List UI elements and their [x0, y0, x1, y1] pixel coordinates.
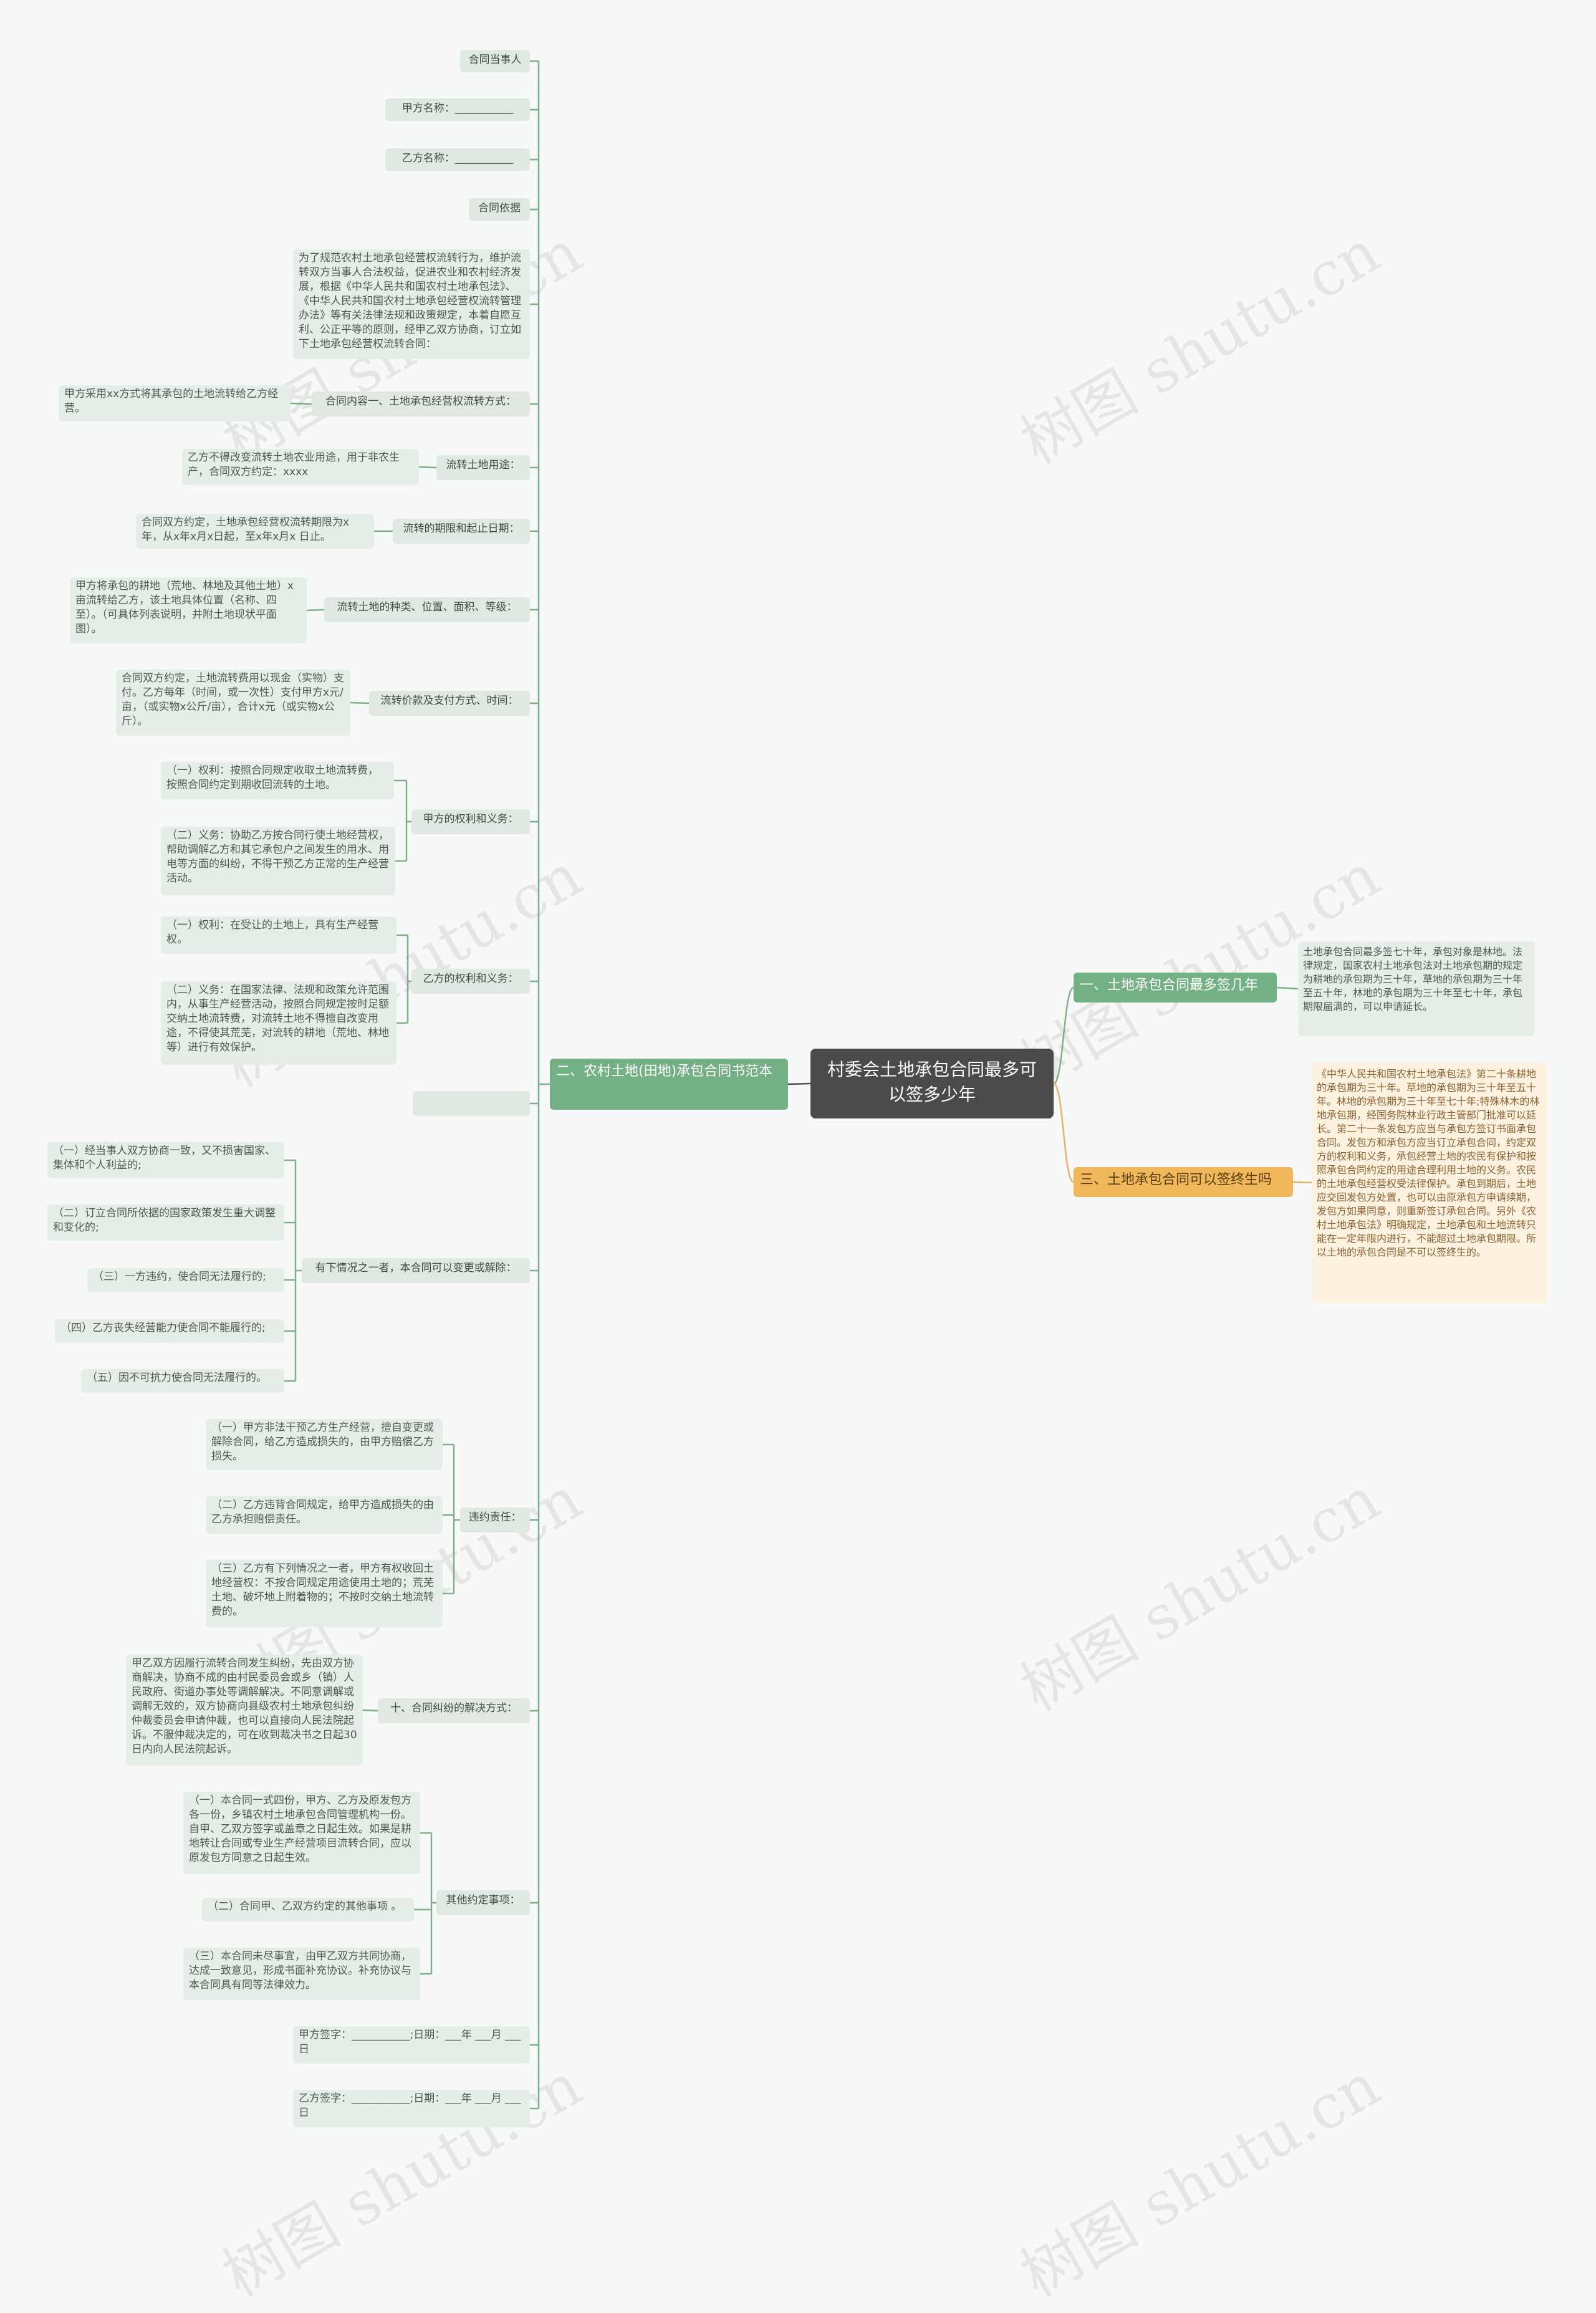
item-party-a-name[interactable]: 甲方名称：___________ — [385, 99, 530, 121]
connector-line — [418, 466, 437, 469]
connector-line — [1276, 986, 1299, 990]
party-b-right: （一）权利：在受让的土地上，具有生产经营权。 — [161, 916, 397, 954]
other-term-1: （一）本合同一式四份，甲方、乙方及原发包方各一份，乡镇农村土地承包合同管理机构一… — [183, 1792, 420, 1874]
branch-lifetime-contract-detail: 《中华人民共和国农村土地承包法》第二十条耕地的承包期为三十年。草地的承包期为三十… — [1312, 1062, 1547, 1303]
breach-liability-3: （三）乙方有下列情况之一者，甲方有权收回土地经营权：不按合同规定用途使用土地的；… — [206, 1560, 443, 1627]
item-party-b-rights[interactable]: 乙方的权利和义务： — [411, 969, 530, 994]
item-contract-preamble: 为了规范农村土地承包经营权流转行为，维护流转双方当事人合法权益，促进农业和农村经… — [293, 249, 530, 359]
item-land-type-location[interactable]: 流转土地的种类、位置、面积、等级： — [324, 597, 530, 622]
item-breach-liability[interactable]: 违约责任： — [460, 1508, 530, 1532]
connector-line — [290, 402, 312, 405]
change-condition-4: （四）乙方丧失经营能力使合同不能履行的; — [55, 1319, 284, 1343]
change-condition-3: （三）一方违约，使合同无法履行的; — [87, 1268, 284, 1292]
item-contract-basis[interactable]: 合同依据 — [469, 198, 530, 221]
item-transfer-period-detail: 合同双方约定，土地承包经营权流转期限为x年，从x年x月x日起，至x年x月x 日止… — [136, 514, 374, 549]
connector-root-b1 — [1053, 986, 1074, 1085]
item-transfer-period[interactable]: 流转的期限和起止日期： — [393, 519, 530, 544]
item-dispute-resolution[interactable]: 十、合同纠纷的解决方式： — [378, 1698, 530, 1723]
item-contract-parties[interactable]: 合同当事人 — [460, 50, 530, 72]
item-party-b-name[interactable]: 乙方名称：___________ — [385, 148, 530, 171]
item-other-terms[interactable]: 其他约定事项： — [436, 1890, 530, 1915]
change-condition-5: （五）因不可抗力使合同无法履行的。 — [81, 1369, 284, 1393]
item-land-use[interactable]: 流转土地用途： — [436, 455, 530, 480]
item-transfer-method[interactable]: 合同内容一、土地承包经营权流转方式： — [312, 392, 530, 416]
branch-max-contract-years-detail: 土地承包合同最多签七十年，承包对象是林地。法律规定，国家农村土地承包法对土地承包… — [1298, 941, 1535, 1036]
branch-lifetime-contract[interactable]: 三、土地承包合同可以签终生吗 — [1074, 1167, 1293, 1197]
item-transfer-method-detail: 甲方采用xx方式将其承包的土地流转给乙方经营。 — [59, 385, 291, 421]
party-b-duty: （二）义务：在国家法律、法规和政策允许范围内，从事生产经营活动，按照合同规定按时… — [161, 981, 397, 1065]
branch-contract-template[interactable]: 二、农村土地(田地)承包合同书范本 — [550, 1059, 788, 1110]
other-term-3: （三）本合同未尽事宜，由甲乙双方共同协商，达成一致意见，形成书面补充协议。补充协… — [183, 1948, 420, 2000]
item-price-payment[interactable]: 流转价款及支付方式、时间： — [369, 691, 530, 716]
other-term-2: （二）合同甲、乙双方约定的其他事项 。 — [202, 1898, 414, 1921]
breach-liability-1: （一）甲方非法干预乙方生产经营，擅自变更或解除合同，给乙方造成损失的，由甲方赔偿… — [206, 1419, 443, 1470]
item-price-payment-detail: 合同双方约定，土地流转费用以现金（实物）支付。乙方每年（时间，或一次性）支付甲方… — [116, 670, 350, 736]
change-condition-2: （二）订立合同所依据的国家政策发生重大调整和变化的; — [47, 1205, 284, 1241]
party-a-right: （一）权利：按照合同规定收取土地流转费，按照合同约定到期收回流转的土地。 — [161, 762, 394, 799]
item-dispute-resolution-detail: 甲乙双方因履行流转合同发生纠纷，先由双方协商解决，协商不成的由村民委员会或乡（镇… — [126, 1655, 363, 1766]
branch-max-contract-years[interactable]: 一、土地承包合同最多签几年 — [1074, 973, 1277, 1003]
connector-root-b3 — [1053, 1082, 1074, 1183]
item-party-a-signature[interactable]: 甲方签字：___________;日期：___年 ___月 ___日 — [293, 2026, 530, 2064]
change-condition-1: （一）经当事人双方协商一致，又不损害国家、集体和个人利益的; — [47, 1142, 284, 1178]
connector-line — [362, 1709, 378, 1712]
item-contract-change[interactable] — [413, 1091, 530, 1116]
party-a-duty: （二）义务：协助乙方按合同行使土地经营权，帮助调解乙方和其它承包户之间发生的用水… — [161, 827, 395, 895]
item-change-conditions[interactable]: 有下情况之一者，本合同可以变更或解除： — [302, 1258, 530, 1283]
item-land-use-detail: 乙方不得改变流转土地农业用途，用于非农生产，合同双方约定：xxxx — [182, 449, 419, 485]
connector-line — [1292, 1181, 1312, 1184]
breach-liability-2: （二）乙方违背合同规定，给甲方造成损失的由乙方承担赔偿责任。 — [206, 1496, 443, 1534]
connector-lines — [284, 60, 1312, 2110]
root-topic[interactable]: 村委会土地承包合同最多可以签多少年 — [810, 1049, 1054, 1118]
item-land-type-location-detail: 甲方将承包的耕地（荒地、林地及其他土地）x 亩流转给乙方，该土地具体位置（名称、… — [70, 577, 307, 643]
item-party-b-signature[interactable]: 乙方签字：___________;日期：___年 ___月 ___日 — [293, 2090, 530, 2127]
item-party-a-rights[interactable]: 甲方的权利和义务： — [411, 809, 530, 834]
